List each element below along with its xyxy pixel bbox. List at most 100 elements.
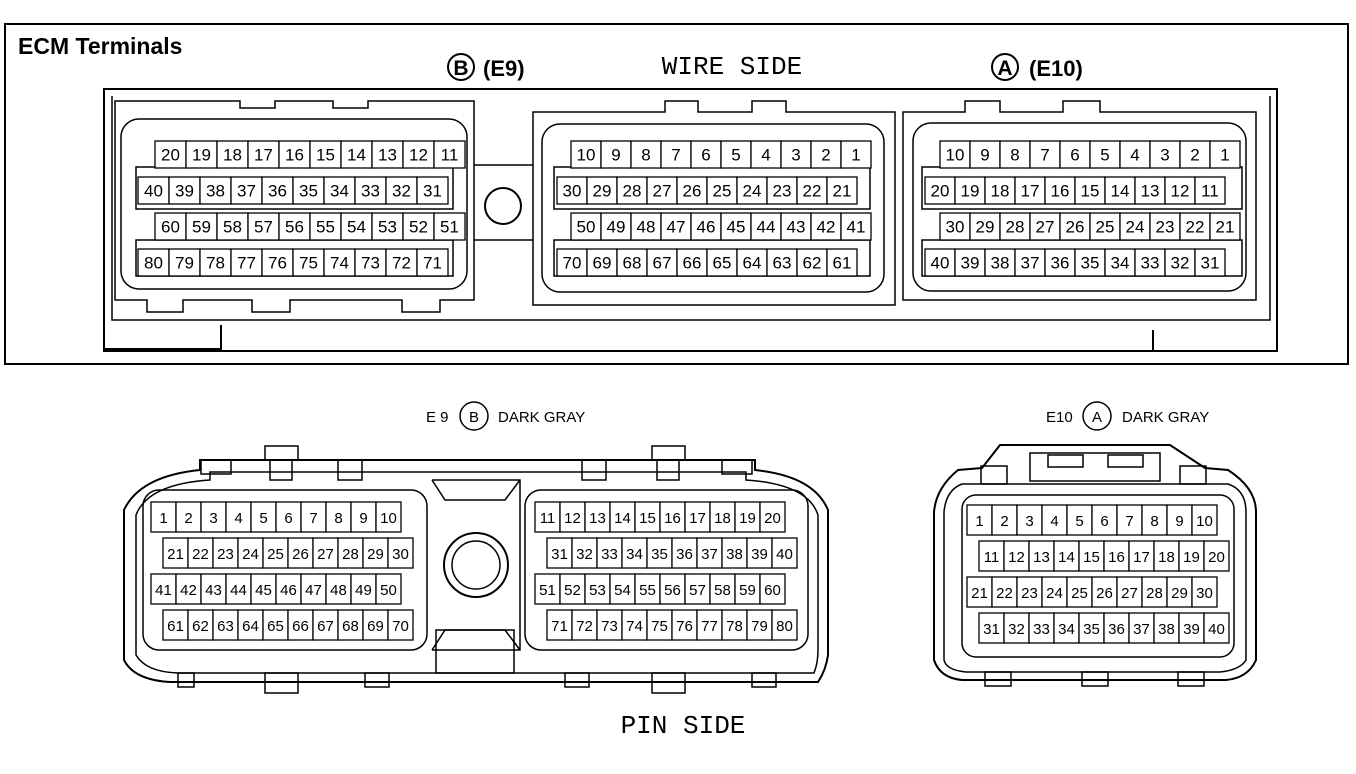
terminal-number: 32 <box>576 546 593 563</box>
terminal-number: 6 <box>1070 146 1079 165</box>
terminal-cell <box>1209 212 1241 241</box>
terminal-number: 46 <box>280 582 297 599</box>
terminal-cell <box>660 140 692 169</box>
terminal-cell <box>337 609 364 641</box>
terminal-cell <box>616 248 648 277</box>
terminal-number: 12 <box>1008 549 1025 566</box>
terminal-cell <box>966 576 993 608</box>
terminal-number: 14 <box>614 510 631 527</box>
terminal-number: 28 <box>623 182 642 201</box>
terminal-number: 2 <box>1000 513 1008 530</box>
terminal-number: 62 <box>192 618 209 635</box>
terminal-number: 28 <box>342 546 359 563</box>
terminal-cell <box>337 537 364 569</box>
terminal-cell <box>709 501 736 533</box>
terminal-cell <box>168 176 201 205</box>
terminal-number: 6 <box>1100 513 1108 530</box>
terminal-number: 55 <box>316 218 335 237</box>
terminal-cell <box>1091 576 1118 608</box>
terminal-cell <box>312 537 339 569</box>
terminal-cell <box>999 140 1031 169</box>
terminal-number: 5 <box>259 510 267 527</box>
terminal-cell <box>230 248 263 277</box>
terminal-number: 78 <box>206 254 225 273</box>
terminal-cell <box>1053 540 1080 572</box>
terminal-cell <box>1203 612 1230 644</box>
terminal-cell <box>736 176 768 205</box>
a-e10-header: A (E10) <box>991 53 1083 81</box>
terminal-cell <box>978 612 1005 644</box>
terminal-cell <box>300 501 327 533</box>
terminal-cell <box>1104 248 1136 277</box>
terminal-number: 24 <box>743 182 762 201</box>
terminal-number: 76 <box>676 618 693 635</box>
terminal-number: 39 <box>1183 621 1200 638</box>
terminal-cell <box>416 248 449 277</box>
terminal-cell <box>750 140 782 169</box>
terminal-cell <box>796 176 828 205</box>
terminal-cell <box>984 248 1016 277</box>
terminal-number: 24 <box>1126 218 1145 237</box>
terminal-cell <box>1066 504 1093 536</box>
terminal-cell <box>350 573 377 605</box>
terminal-cell <box>162 609 189 641</box>
e10-color: DARK GRAY <box>1122 409 1209 426</box>
e10-marker: A <box>1092 409 1102 426</box>
terminal-cell <box>771 609 798 641</box>
terminal-number: 27 <box>1121 585 1138 602</box>
a-marker: A <box>997 57 1012 80</box>
terminal-number: 61 <box>833 254 852 273</box>
terminal-number: 26 <box>292 546 309 563</box>
terminal-number: 42 <box>180 582 197 599</box>
terminal-number: 22 <box>1186 218 1205 237</box>
terminal-number: 21 <box>1216 218 1235 237</box>
terminal-cell <box>185 140 218 169</box>
terminal-number: 65 <box>267 618 284 635</box>
terminal-cell <box>350 501 377 533</box>
terminal-number: 30 <box>1196 585 1213 602</box>
terminal-number: 23 <box>1021 585 1038 602</box>
terminal-number: 23 <box>217 546 234 563</box>
terminal-number: 33 <box>601 546 618 563</box>
terminal-cell <box>323 176 356 205</box>
terminal-number: 36 <box>676 546 693 563</box>
terminal-number: 38 <box>991 254 1010 273</box>
terminal-number: 7 <box>309 510 317 527</box>
terminal-cell <box>433 212 466 241</box>
terminal-cell <box>1166 504 1193 536</box>
terminal-cell <box>1203 540 1230 572</box>
terminal-number: 15 <box>1081 182 1100 201</box>
terminal-number: 16 <box>1108 549 1125 566</box>
terminal-number: 58 <box>223 218 242 237</box>
terminal-cell <box>1028 540 1055 572</box>
terminal-cell <box>759 501 786 533</box>
terminal-number: 10 <box>946 146 965 165</box>
terminal-cell <box>1044 176 1076 205</box>
b-center-divider <box>474 164 533 241</box>
terminal-cell <box>646 609 673 641</box>
terminal-number: 32 <box>392 182 411 201</box>
terminal-cell <box>1149 140 1181 169</box>
terminal-number: 72 <box>392 254 411 273</box>
terminal-number: 25 <box>1096 218 1115 237</box>
terminal-number: 14 <box>1111 182 1130 201</box>
terminal-cell <box>212 537 239 569</box>
terminal-number: 21 <box>833 182 852 201</box>
terminal-number: 8 <box>1010 146 1019 165</box>
pin-side-label: PIN SIDE <box>621 711 746 741</box>
terminal-cell <box>676 248 708 277</box>
terminal-number: 50 <box>380 582 397 599</box>
terminal-number: 61 <box>167 618 184 635</box>
terminal-number: 22 <box>996 585 1013 602</box>
terminal-cell <box>1119 212 1151 241</box>
b-marker: B <box>453 57 468 80</box>
terminal-cell <box>1134 176 1166 205</box>
terminal-number: 78 <box>726 618 743 635</box>
terminal-number: 51 <box>539 582 556 599</box>
terminal-number: 33 <box>361 182 380 201</box>
terminal-cell <box>154 140 187 169</box>
terminal-number: 56 <box>285 218 304 237</box>
